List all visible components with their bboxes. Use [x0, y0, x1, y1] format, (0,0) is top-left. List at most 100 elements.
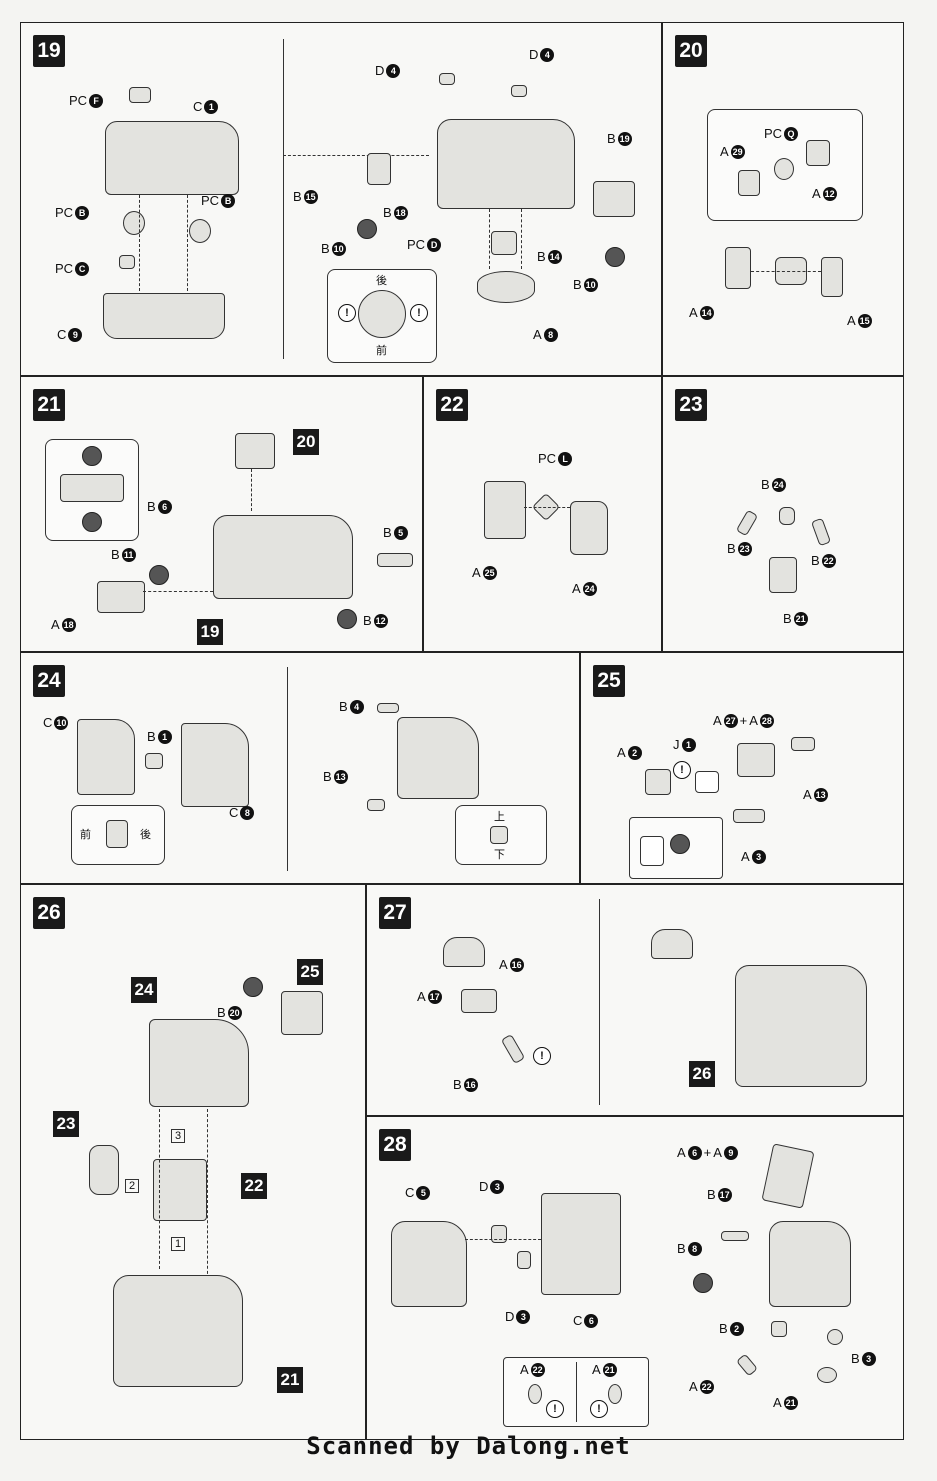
step-23-number: 23	[675, 389, 707, 421]
part-canopy	[651, 929, 693, 959]
part-b21-legs	[769, 557, 797, 593]
step-26-number: 26	[33, 897, 65, 929]
part-a22-detail	[528, 1384, 542, 1404]
part-a2	[645, 769, 671, 795]
part-b17	[721, 1231, 749, 1241]
part-step20-assembly	[235, 433, 275, 469]
detail-inset-orientation: 後 ! ! 前	[327, 269, 437, 363]
part-b23-arm	[735, 509, 759, 537]
label-up: 上	[494, 811, 505, 823]
part-a17-canopy	[443, 937, 485, 967]
cement-icon	[82, 446, 102, 466]
part-d4-right	[511, 85, 527, 97]
part-b19	[593, 181, 635, 217]
part-pc-q	[774, 158, 794, 180]
part-body-assembly	[213, 515, 353, 599]
ref-step-24: 24	[131, 977, 157, 1003]
part-a12	[806, 140, 830, 166]
step-20-number: 20	[675, 35, 707, 67]
part-pc-c	[119, 255, 135, 269]
detail-inset-direction: 前 後	[71, 805, 165, 865]
part-cockpit-assembly	[397, 717, 479, 799]
label-front: 前	[376, 345, 387, 357]
part-b1-detail	[106, 820, 128, 848]
warning-icon: !	[410, 304, 428, 322]
part-pc-f	[129, 87, 151, 103]
part-ring-detail	[358, 290, 406, 338]
step-21-number: 21	[33, 389, 65, 421]
part-a24	[570, 501, 608, 555]
part-d4-left	[439, 73, 455, 85]
part-a18-detail	[60, 474, 124, 502]
cement-icon	[337, 609, 357, 629]
part-b16	[500, 1033, 526, 1065]
part-step25-assembly	[281, 991, 323, 1035]
ref-step-21: 21	[277, 1367, 303, 1393]
part-pc-b-right	[189, 219, 211, 243]
warning-icon: !	[533, 1047, 551, 1065]
part-c1-upper-body	[105, 121, 239, 195]
cement-icon	[149, 565, 169, 585]
cement-icon	[693, 1273, 713, 1293]
ref-step-23: 23	[53, 1111, 79, 1137]
part-pilot-figure	[89, 1145, 119, 1195]
part-a14	[725, 247, 751, 289]
cement-icon	[605, 247, 625, 267]
part-b1	[145, 753, 163, 769]
part-assembled-unit	[769, 1221, 851, 1307]
detail-inset-orientation: 上 下	[455, 805, 547, 865]
warning-icon: !	[673, 761, 691, 779]
part-c8	[181, 723, 249, 807]
label-back: 後	[376, 275, 387, 287]
part-a13	[791, 737, 815, 751]
part-c10	[77, 719, 135, 795]
part-a22	[735, 1353, 759, 1377]
step-28-number: 28	[379, 1129, 411, 1161]
part-a27-a28	[737, 743, 775, 777]
part-j1-detail	[640, 836, 664, 866]
part-a15	[821, 257, 843, 297]
